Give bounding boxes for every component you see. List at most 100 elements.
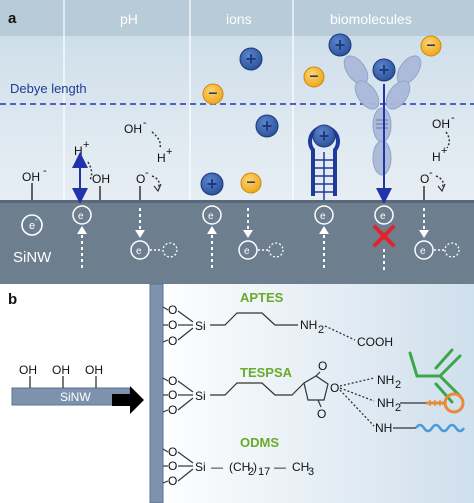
svg-text:NH: NH	[377, 396, 394, 410]
aptes-molecule: APTES O O O Si NH 2 COOH	[162, 290, 393, 349]
plus-ion: +	[200, 172, 224, 196]
plus-ion: +	[328, 33, 352, 57]
svg-text:e: e	[78, 211, 84, 222]
svg-text:O: O	[168, 403, 177, 417]
panel-a-header-band	[0, 0, 474, 36]
tespsa-label: TESPSA	[240, 365, 293, 380]
svg-text:H: H	[74, 144, 83, 158]
svg-text:–: –	[310, 68, 319, 85]
plus-ion: +	[239, 47, 263, 71]
svg-text:+: +	[166, 146, 172, 158]
svg-text:COOH: COOH	[357, 335, 393, 349]
antibody-green-icon	[408, 348, 462, 404]
svg-text:+: +	[319, 126, 330, 146]
svg-text:OH: OH	[52, 363, 70, 377]
electron-channel-ph-2: e	[130, 208, 178, 260]
svg-text:O: O	[168, 445, 177, 459]
aptes-label: APTES	[240, 290, 284, 305]
panel-a-label: a	[8, 10, 17, 27]
sinw-surface-edge	[0, 200, 474, 203]
svg-text:—: —	[211, 460, 223, 474]
svg-text:O: O	[318, 359, 327, 373]
electron-channel-bio-1: e	[314, 205, 334, 268]
panel-b: b SiNW OH OH OH APTES O O O Si	[8, 283, 474, 503]
svg-text:–: –	[427, 37, 436, 54]
svg-text:): )	[253, 460, 257, 474]
aptamer-orange-icon	[426, 392, 465, 414]
svg-text:OH: OH	[22, 170, 40, 184]
arrow-right-icon	[112, 386, 144, 414]
svg-text:OH: OH	[92, 172, 110, 186]
antibody-charge-arrow: +	[372, 58, 396, 204]
svg-text:+: +	[83, 139, 89, 151]
svg-text:O: O	[168, 334, 177, 348]
debye-length-label: Debye length	[10, 81, 87, 96]
svg-text:+: +	[335, 35, 346, 55]
svg-text:17: 17	[258, 466, 270, 478]
svg-text:(CH: (CH	[229, 460, 250, 474]
sinw-block: SiNW OH OH OH	[11, 363, 131, 406]
svg-text:e: e	[29, 220, 35, 232]
aptamer-hairpin: +	[308, 124, 340, 200]
svg-text:–: –	[247, 174, 256, 191]
column-title-ph: pH	[120, 11, 138, 27]
svg-text:+: +	[246, 49, 257, 69]
svg-text:+: +	[379, 60, 390, 80]
tespsa-molecule: TESPSA O O O Si O O O NH 2 NH 2	[162, 359, 426, 435]
svg-text:-: -	[429, 167, 433, 179]
minus-ion: –	[303, 66, 325, 88]
svg-text:CH: CH	[292, 460, 309, 474]
svg-text:2: 2	[395, 402, 401, 414]
svg-text:O: O	[168, 459, 177, 473]
svg-text:e: e	[136, 246, 142, 257]
svg-text:e: e	[208, 211, 214, 222]
svg-text:e: e	[244, 246, 250, 257]
svg-text:Si: Si	[195, 389, 206, 403]
electron-channel-bio-blocked: e	[373, 205, 395, 270]
svg-text:OH: OH	[19, 363, 37, 377]
svg-text:—: —	[274, 460, 286, 474]
electron-channel-ph-1: e	[72, 205, 92, 268]
minus-ion: –	[240, 172, 262, 194]
svg-text:-: -	[35, 215, 38, 224]
minus-ion: –	[202, 83, 224, 105]
sinw-surface	[0, 200, 474, 284]
dna-strand-icon	[414, 423, 466, 433]
panel-b-background	[150, 284, 474, 503]
odms-label: ODMS	[240, 435, 279, 450]
svg-text:e: e	[380, 211, 386, 222]
electron-channel-ions-2: e	[238, 208, 284, 260]
panel-b-label: b	[8, 291, 17, 308]
svg-text:O: O	[168, 303, 177, 317]
svg-text:+: +	[207, 174, 218, 194]
svg-text:O: O	[168, 474, 177, 488]
svg-text:-: -	[143, 117, 147, 129]
svg-text:O: O	[317, 407, 326, 421]
svg-text:NH: NH	[377, 373, 394, 387]
sinw-label: SiNW	[13, 249, 52, 266]
svg-text:Si: Si	[195, 319, 206, 333]
svg-text:H: H	[157, 151, 166, 165]
svg-text:O: O	[168, 318, 177, 332]
svg-text:O: O	[136, 172, 145, 186]
svg-text:SiNW: SiNW	[60, 390, 91, 404]
electron-channel-bio-2: e	[414, 208, 460, 260]
svg-text:+: +	[262, 116, 273, 136]
svg-text:2: 2	[248, 466, 254, 478]
electron-channel-ions-1: e	[202, 205, 222, 268]
svg-text:NH: NH	[300, 318, 317, 332]
svg-text:O: O	[420, 172, 429, 186]
svg-text:OH: OH	[124, 122, 142, 136]
column-title-ions: ions	[226, 11, 252, 27]
svg-text:OH: OH	[85, 363, 103, 377]
minus-ion: –	[420, 35, 442, 57]
column-title-biomolecules: biomolecules	[330, 11, 412, 27]
sinw-electron-symbol: e -	[21, 214, 43, 236]
svg-text:2: 2	[395, 379, 401, 391]
svg-text:Si: Si	[195, 460, 206, 474]
hydroxide-deprotonation: OH - H + O -	[124, 117, 172, 200]
svg-text:-: -	[451, 112, 455, 124]
svg-text:2: 2	[318, 324, 324, 336]
hydroxide-deprotonation: OH - H + O -	[420, 112, 455, 200]
